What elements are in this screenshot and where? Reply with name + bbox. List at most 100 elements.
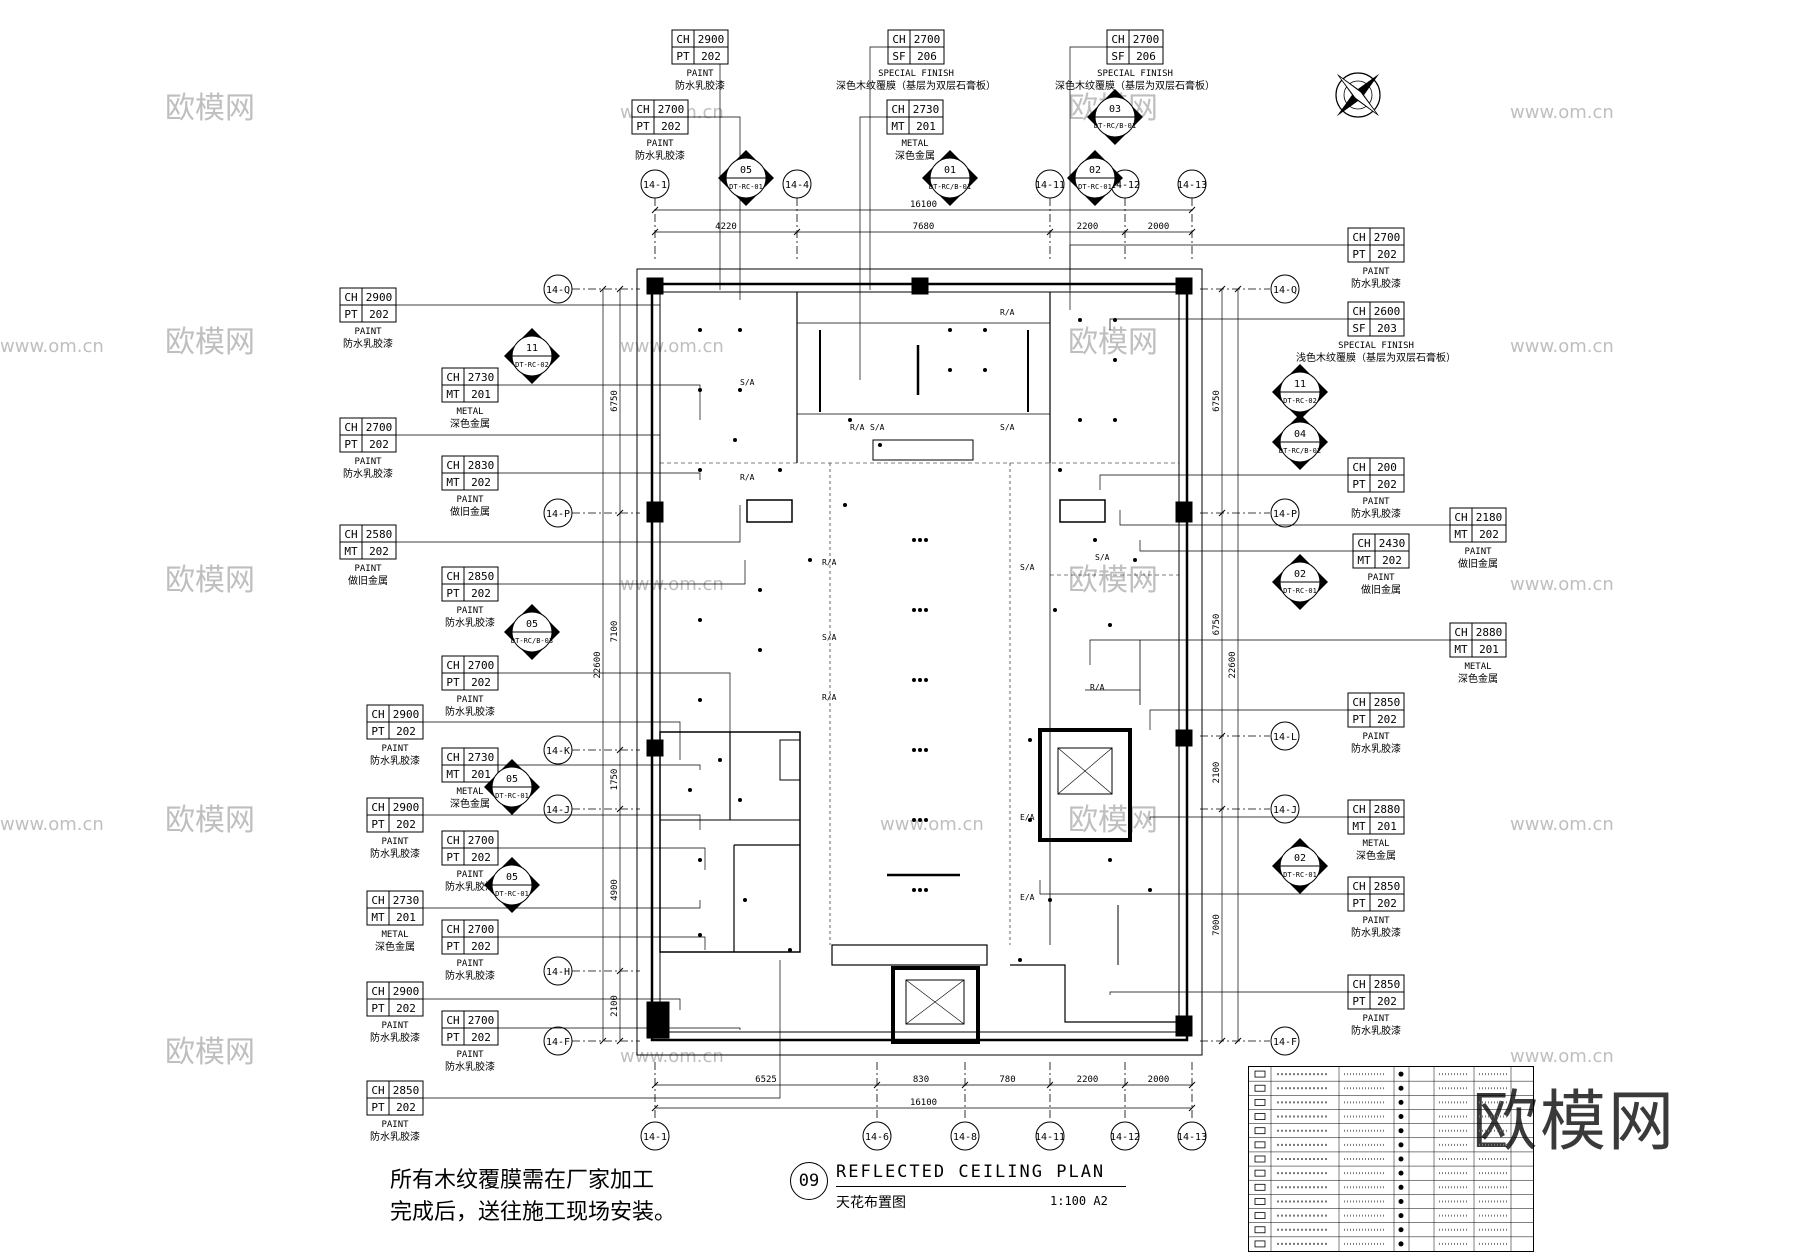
watermark-text: 欧模网: [165, 803, 255, 838]
tag-finish-description: 深色金属: [375, 940, 415, 953]
tag-material-number: 202: [1377, 478, 1397, 491]
tag-material-number: 201: [471, 768, 491, 781]
light-fixture-icon: [1108, 858, 1112, 862]
dimension-label: 7000: [1212, 914, 1222, 936]
watermark-url: www.om.cn: [620, 574, 724, 595]
light-fixture-icon: [912, 608, 916, 612]
light-fixture-icon: [738, 388, 742, 392]
grid-label: 14-P: [1273, 509, 1297, 520]
tag-height: 2730: [468, 751, 495, 764]
tag-finish-type: PAINT: [456, 1050, 484, 1060]
section-number: 05: [506, 774, 518, 785]
light-fixture-icon: [718, 758, 722, 762]
light-fixture-icon: [918, 678, 922, 682]
tag-finish-description: 防水乳胶漆: [675, 79, 725, 92]
tag-finish-description: 防水乳胶漆: [635, 149, 685, 162]
air-terminal-label: R/A: [1090, 683, 1105, 692]
grid-label: 14-11: [1035, 180, 1065, 191]
tag-material-number: 203: [1377, 322, 1397, 335]
tag-height: 2900: [366, 291, 393, 304]
tag-material-number: 202: [701, 50, 721, 63]
dimension-label: 2200: [1077, 222, 1099, 232]
tag-material-code: PT: [1352, 995, 1366, 1008]
drawing-title: REFLECTED CEILING PLAN: [836, 1162, 1106, 1182]
tag-material-number: 202: [1377, 995, 1397, 1008]
tag-material-code: MT: [446, 388, 460, 401]
tag-finish-type: METAL: [1464, 662, 1491, 672]
tag-material-code: PT: [446, 676, 460, 689]
tag-height: 2700: [468, 1014, 495, 1027]
grid-bubble: 14-H: [543, 956, 573, 986]
tag-code: CH: [446, 570, 459, 583]
light-fixture-icon: [698, 858, 702, 862]
tag-code: CH: [636, 103, 649, 116]
tag-material-code: SF: [1111, 50, 1124, 63]
tag-finish-description: 防水乳胶漆: [1351, 926, 1401, 939]
legend-symbol-icon: [1254, 1070, 1266, 1078]
air-terminal-label: R/A: [1000, 308, 1015, 317]
tag-height: 2700: [1374, 231, 1401, 244]
tag-height: 2700: [468, 923, 495, 936]
drawing-scale: 1:100 A2: [1050, 1194, 1108, 1208]
tag-material-number: 201: [916, 120, 936, 133]
light-fixture-icon: [918, 748, 922, 752]
section-number: 01: [944, 165, 956, 176]
tag-code: CH: [892, 33, 905, 46]
dimension-label: 2000: [1148, 222, 1170, 232]
leader-line: [396, 300, 661, 306]
drawing-subtitle: 天花布置图: [836, 1195, 906, 1211]
light-fixture-icon: [808, 558, 812, 562]
grid-bubble: 14-4: [782, 169, 812, 199]
legend-dot-icon: [1398, 1156, 1404, 1162]
light-fixture-icon: [688, 788, 692, 792]
legend-dot-icon: [1398, 1241, 1404, 1247]
tag-height: 2830: [468, 459, 495, 472]
dimension-label: 7100: [610, 621, 620, 643]
grid-label: 14-L: [1273, 732, 1297, 743]
tag-finish-type: PAINT: [381, 1120, 409, 1130]
watermark-url: www.om.cn: [620, 336, 724, 357]
watermark-text: 欧模网: [1068, 325, 1158, 360]
tag-finish-type: PAINT: [456, 606, 484, 616]
tag-finish-type: PAINT: [1362, 267, 1390, 277]
tag-material-number: 202: [1377, 713, 1397, 726]
light-fixture-icon: [738, 798, 742, 802]
light-fixture-icon: [912, 818, 916, 822]
tag-finish-description: 做旧金属: [450, 505, 490, 518]
legend-symbol-icon: [1254, 1212, 1266, 1220]
leader-line: [423, 814, 701, 830]
tag-material-code: MT: [446, 476, 460, 489]
section-marks: 05DT-RC-0101DT-RC/B-0102DT-RC-0103DT-RC/…: [484, 89, 1328, 913]
legend-dot-icon: [1398, 1227, 1404, 1233]
tag-height: 2700: [468, 659, 495, 672]
tag-material-code: PT: [371, 1101, 385, 1114]
tag-code: CH: [446, 923, 459, 936]
section-reference: DT-RC-01: [495, 792, 529, 800]
watermark-text: 欧模网: [165, 1035, 255, 1070]
light-fixture-icon: [918, 608, 922, 612]
tag-finish-description: 防水乳胶漆: [445, 616, 495, 629]
light-fixture-icon: [1058, 468, 1062, 472]
tag-code: CH: [371, 801, 384, 814]
leader-line: [396, 434, 661, 460]
light-fixture-icon: [983, 328, 987, 332]
dimension-string: 16100: [651, 200, 1196, 214]
dimension-label: 2100: [1212, 762, 1222, 784]
light-fixture-icon: [758, 648, 762, 652]
legend-dot-icon: [1398, 1213, 1404, 1219]
tag-finish-description: 做旧金属: [1361, 583, 1401, 596]
grid-bubble: 14-F: [543, 1026, 573, 1056]
legend-dot-icon: [1398, 1085, 1404, 1091]
tag-material-number: 202: [396, 1002, 416, 1015]
grid-label: 14-Q: [546, 285, 570, 296]
light-fixture-icon: [1113, 418, 1117, 422]
section-reference: DT-RC-01: [729, 183, 763, 191]
tag-finish-type: PAINT: [1362, 732, 1390, 742]
